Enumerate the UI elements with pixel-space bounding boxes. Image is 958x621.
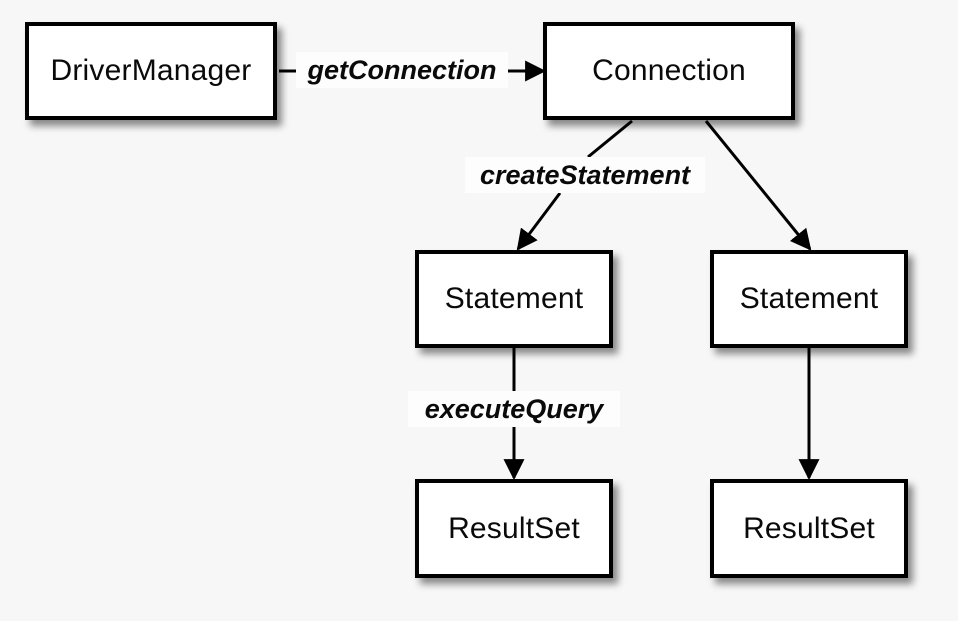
node-label-statement-right: Statement [739, 282, 879, 315]
node-resultset-left[interactable]: ResultSet [415, 479, 613, 578]
node-label-driver-manager: DriverManager [50, 54, 252, 87]
node-statement-right[interactable]: Statement [710, 250, 908, 348]
edge-label-text-execute-query: executeQuery [424, 393, 604, 424]
edge-label-create-statement: createStatement [465, 157, 705, 193]
edge-label-text-get-connection: getConnection [307, 54, 497, 85]
edge-label-execute-query: executeQuery [408, 391, 620, 427]
edge-label-text-create-statement: createStatement [479, 159, 691, 190]
node-resultset-right[interactable]: ResultSet [710, 479, 908, 578]
edge-create-statement-lower [516, 192, 562, 251]
edge-label-get-connection: getConnection [296, 52, 508, 88]
node-driver-manager[interactable]: DriverManager [25, 22, 277, 120]
edge-connection-to-statement-right [704, 120, 812, 251]
node-connection[interactable]: Connection [543, 22, 795, 120]
edge-create-statement-upper [587, 119, 633, 159]
node-statement-left[interactable]: Statement [415, 250, 613, 348]
node-label-connection: Connection [592, 54, 746, 87]
node-label-resultset-right: ResultSet [743, 511, 875, 545]
node-label-statement-left: Statement [444, 282, 584, 315]
node-label-resultset-left: ResultSet [448, 511, 580, 545]
